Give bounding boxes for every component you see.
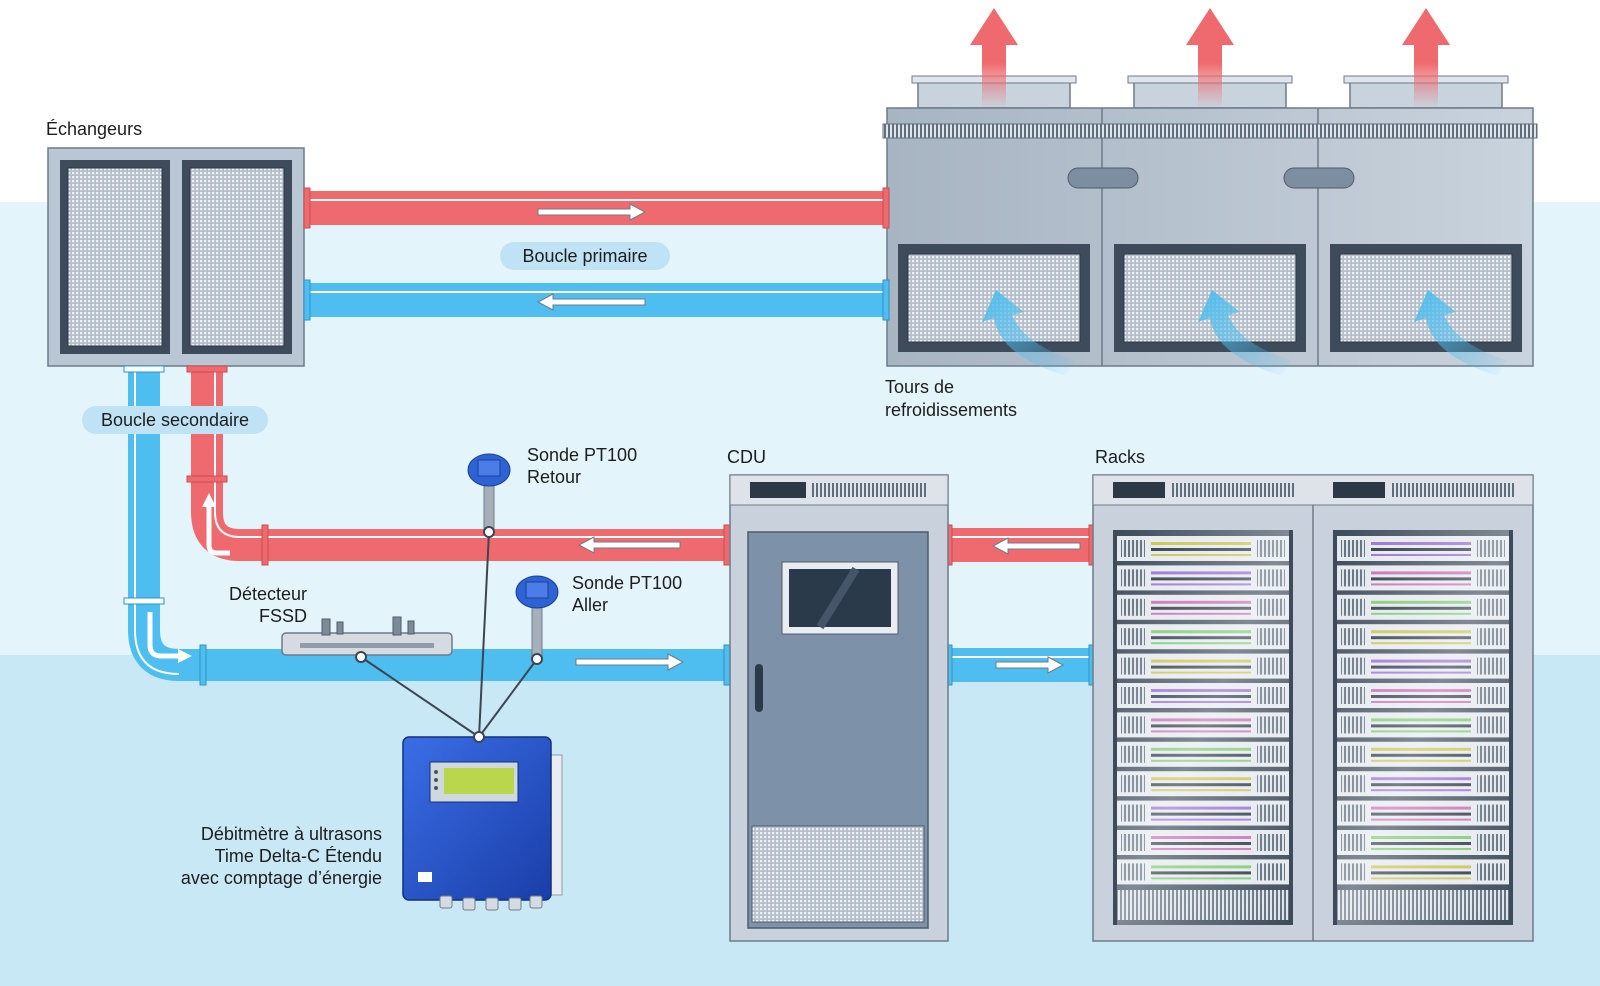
temperature-probe-icon (467, 453, 511, 538)
flowmeter-label-line2: Time Delta-C Étendu (214, 846, 382, 866)
cooling-towers-label-line2: refroidissements (885, 400, 1018, 420)
cooling-tower-icon (882, 8, 1538, 376)
hot-air-arrow-icon (1402, 8, 1450, 108)
flow-arrow-icon (147, 493, 1081, 674)
hot-air-arrow-icon (970, 8, 1018, 108)
sensor-return-label-line1: Sonde PT100 (527, 445, 638, 465)
server-rack-icon (1092, 474, 1534, 942)
sensor-supply-label-line1: Sonde PT100 (572, 573, 683, 593)
racks-label: Racks (1095, 447, 1146, 467)
flowmeter-label-line3: avec comptage d’énergie (180, 868, 382, 888)
cdu-cabinet-icon (729, 474, 949, 942)
ultrasonic-transducer-icon (281, 616, 453, 663)
cooling-towers-label-line1: Tours de (885, 377, 955, 397)
sensor-return-label-line2: Retour (527, 467, 582, 487)
flow-arrow-icon (536, 203, 647, 311)
sensor-supply-label-line2: Aller (572, 595, 609, 615)
primary-loop-label: Boucle primaire (500, 242, 670, 270)
heat-exchanger-icon (47, 147, 305, 367)
cdu-label: CDU (727, 447, 766, 467)
cold-air-arrow-icon (982, 290, 1074, 376)
cold-air-arrow-icon (1414, 290, 1506, 376)
hot-air-arrow-icon (1186, 8, 1234, 108)
temperature-probe-icon (515, 575, 559, 665)
sensor-wires (360, 531, 538, 738)
flowmeter-label-line1: Débitmètre à ultrasons (200, 824, 382, 844)
secondary-loop-label: Boucle secondaire (82, 406, 268, 434)
exchangers-label: Échangeurs (46, 119, 143, 139)
detector-label-line2: FSSD (258, 606, 307, 626)
detector-label-line1: Détecteur (228, 584, 307, 604)
flowmeter-icon (402, 731, 563, 911)
cold-air-arrow-icon (1198, 290, 1290, 376)
